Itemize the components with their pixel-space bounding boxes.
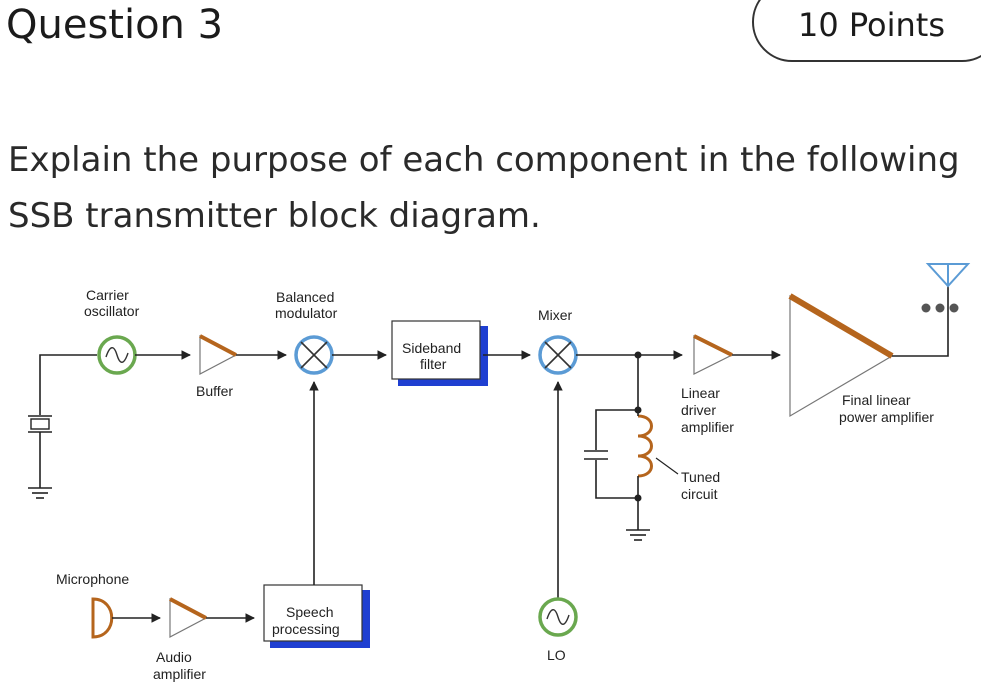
linear-label-2: driver — [681, 402, 716, 418]
final-label-1: Final linear — [842, 392, 911, 408]
speech-processing — [263, 584, 370, 648]
sideband-filter — [391, 320, 488, 386]
antenna-icon — [892, 263, 971, 357]
balanced-modulator — [294, 335, 334, 375]
final-power-amplifier — [788, 293, 894, 418]
prompt-line-1: Explain the purpose of each component in… — [8, 140, 960, 180]
linear-driver-amplifier — [693, 334, 734, 375]
microphone-label: Microphone — [56, 571, 129, 587]
speech-label-1: Speech — [286, 604, 333, 620]
more-dots-icon — [921, 303, 959, 313]
ground-icon — [626, 529, 650, 541]
tuned-label-2: circuit — [681, 486, 718, 502]
crystal-branch — [28, 354, 97, 499]
mixer — [538, 335, 578, 375]
points-badge — [752, 0, 981, 62]
audio-label-1: Audio — [156, 649, 192, 665]
tuned-label-1: Tuned — [681, 469, 720, 485]
final-label-2: power amplifier — [839, 409, 934, 425]
ground-icon — [28, 487, 52, 499]
carrier-label-2: oscillator — [84, 303, 140, 319]
microphone-icon — [91, 597, 114, 639]
carrier-oscillator — [97, 335, 137, 375]
ssb-block-diagram: Carrier oscillator Buffer Balanced modul… — [28, 263, 971, 682]
buffer-amplifier — [199, 334, 238, 375]
points-label: 10 Points — [798, 6, 946, 44]
sine-icon — [105, 347, 129, 363]
buffer-label: Buffer — [196, 383, 233, 399]
sine-icon — [546, 609, 570, 625]
question-title: Question 3 — [6, 2, 224, 48]
lo-label: LO — [547, 647, 566, 663]
audio-label-2: amplifier — [153, 666, 206, 682]
linear-label-1: Linear — [681, 385, 720, 401]
audio-amplifier — [169, 597, 208, 638]
balanced-label-1: Balanced — [276, 289, 334, 305]
local-oscillator — [538, 597, 578, 637]
carrier-label-1: Carrier — [86, 287, 129, 303]
speech-label-2: processing — [272, 621, 340, 637]
sideband-label-1: Sideband — [402, 340, 461, 356]
prompt-line-2: SSB transmitter block diagram. — [8, 196, 541, 236]
linear-label-3: amplifier — [681, 419, 734, 435]
balanced-label-2: modulator — [275, 305, 338, 321]
tuned-circuit — [584, 409, 679, 541]
mixer-label: Mixer — [538, 307, 573, 323]
sideband-label-2: filter — [420, 356, 447, 372]
